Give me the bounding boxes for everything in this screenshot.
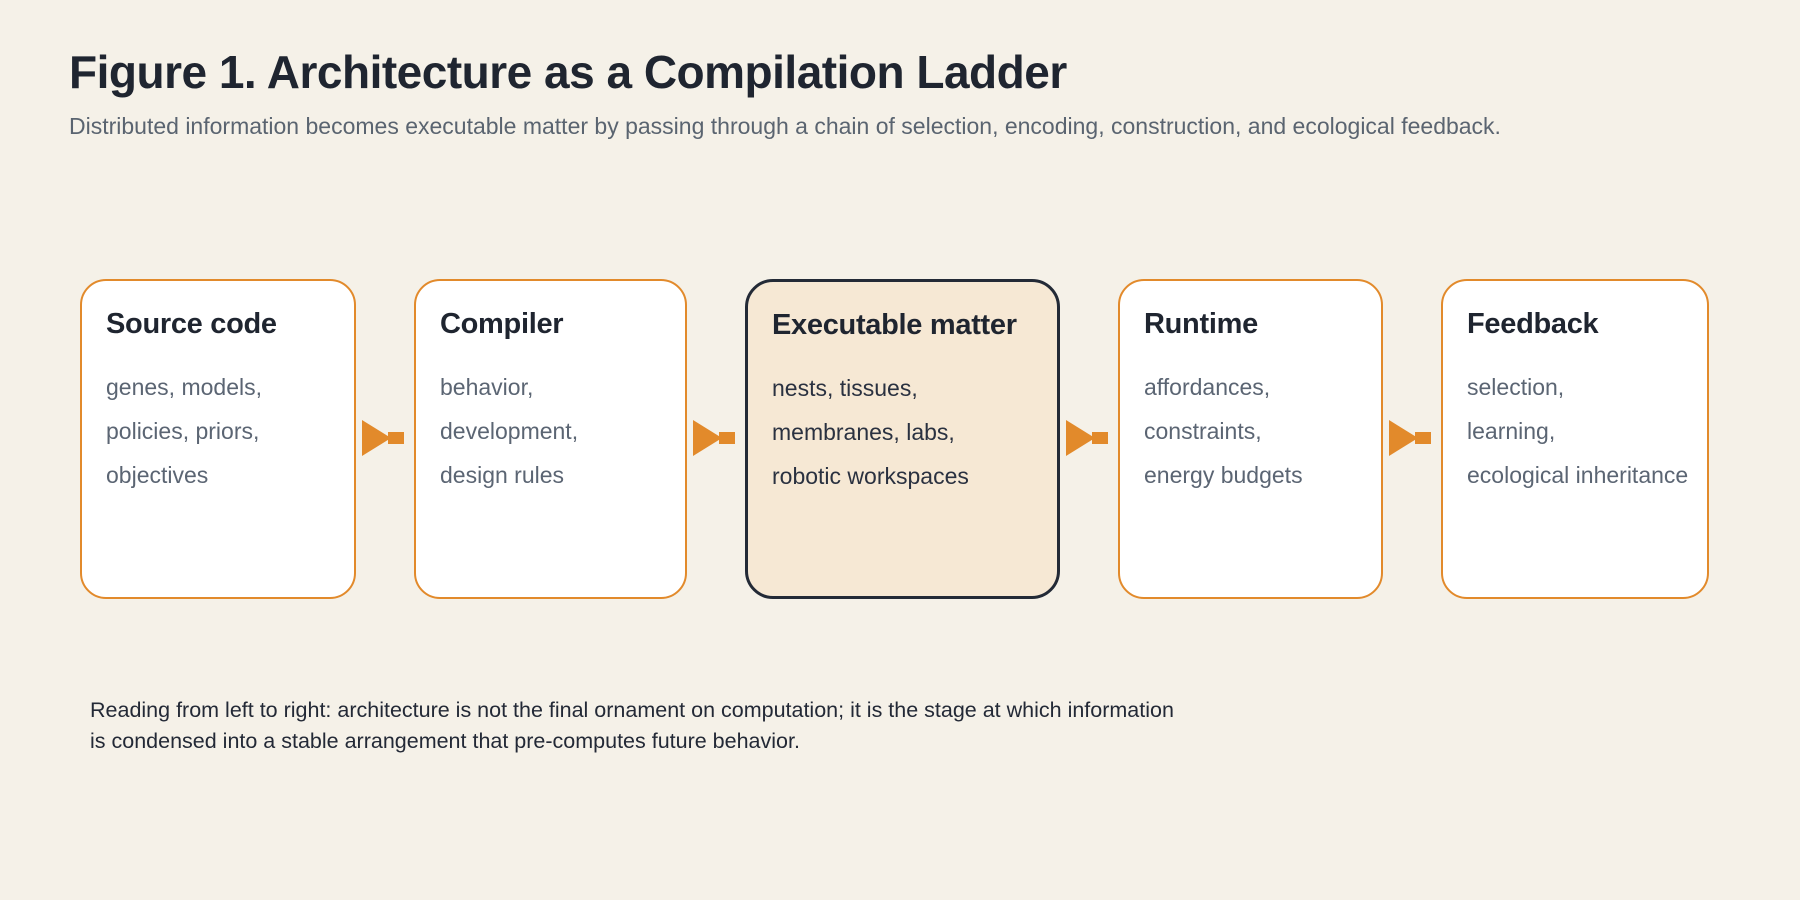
stage-items: nests, tissues, membranes, labs, robotic… <box>772 366 1033 498</box>
stage-item-line: selection, <box>1467 373 1565 400</box>
stage-items: affordances, constraints, energy budgets <box>1144 365 1357 497</box>
stage-card-feedback: Feedback selection, learning, ecological… <box>1441 278 1709 599</box>
stage-title: Compiler <box>440 307 564 340</box>
stage-items: selection, learning, ecological inherita… <box>1467 365 1689 497</box>
right-arrow-icon <box>687 419 745 457</box>
stage-item-line: ecological inheritance <box>1467 461 1689 488</box>
figure-header: Figure 1. Architecture as a Compilation … <box>69 46 1800 142</box>
stage-item-line: constraints, <box>1144 417 1262 444</box>
stage-title: Feedback <box>1467 307 1599 340</box>
stage-item-line: nests, tissues, <box>772 374 918 401</box>
stage-item-line: objectives <box>106 461 209 488</box>
stage-item-line: development, <box>440 417 579 444</box>
stage-item-line: design rules <box>440 461 565 488</box>
stage-item-line: membranes, labs, <box>772 418 955 445</box>
stage-item-line: behavior, <box>440 373 534 400</box>
stage-item-line: learning, <box>1467 417 1556 444</box>
stage-card-compiler: Compiler behavior, development, design r… <box>414 278 687 599</box>
stage-items: behavior, development, design rules <box>440 365 661 497</box>
stage-title: Runtime <box>1144 307 1258 340</box>
right-arrow-icon <box>1383 419 1441 457</box>
stage-title: Executable matter <box>772 308 1017 341</box>
stage-item-line: affordances, <box>1144 373 1271 400</box>
stage-card-runtime: Runtime affordances, constraints, energy… <box>1118 278 1383 599</box>
stage-item-line: robotic workspaces <box>772 462 969 489</box>
compilation-ladder: Source code genes, models, policies, pri… <box>80 278 1800 599</box>
right-arrow-icon <box>1060 419 1118 457</box>
figure-title: Figure 1. Architecture as a Compilation … <box>69 46 1067 98</box>
right-arrow-icon <box>356 419 414 457</box>
stage-items: genes, models, policies, priors, objecti… <box>106 365 330 497</box>
stage-title: Source code <box>106 307 277 340</box>
stage-item-line: genes, models, <box>106 373 262 400</box>
stage-card-executable-matter: Executable matter nests, tissues, membra… <box>745 278 1060 599</box>
figure-caption: Reading from left to right: architecture… <box>90 697 1174 753</box>
stage-item-line: energy budgets <box>1144 461 1303 488</box>
figure-subtitle: Distributed information becomes executab… <box>69 112 1501 139</box>
stage-item-line: policies, priors, <box>106 417 260 444</box>
stage-card-source-code: Source code genes, models, policies, pri… <box>80 278 356 599</box>
